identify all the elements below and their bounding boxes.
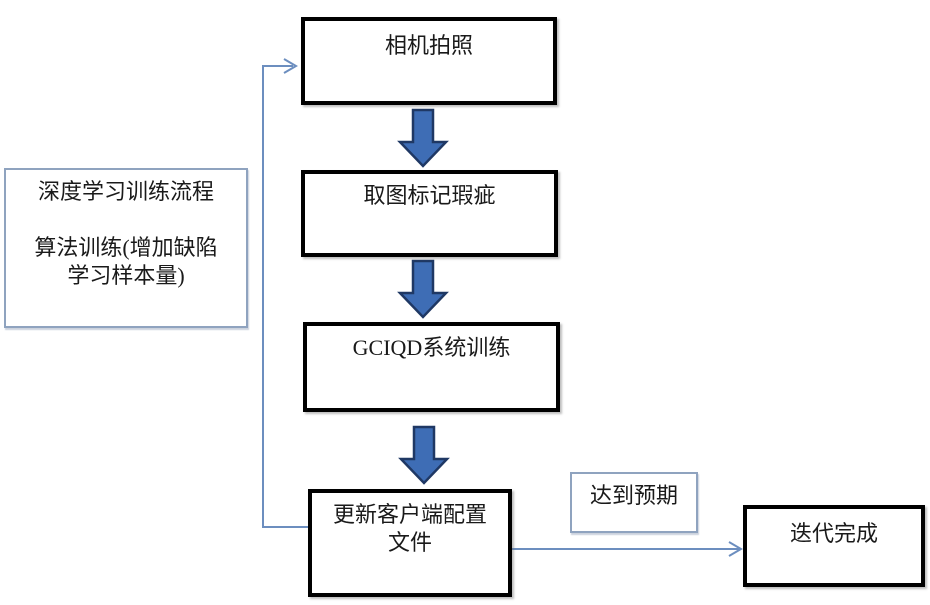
side-note-text-line: 算法训练(增加缺陷 (34, 235, 218, 260)
flow-node-update-config-label-line2: 文件 (387, 530, 432, 555)
flow-node-done-label: 迭代完成 (789, 521, 878, 546)
down-block-arrow-icon (400, 110, 446, 166)
down-block-arrow-icon (400, 261, 446, 317)
condition-label: 达到预期 (589, 483, 678, 508)
flow-node-update-config-label-line1: 更新客户端配置 (332, 502, 487, 527)
down-block-arrow-outline (397, 259, 449, 319)
feedback-connector-arrowhead-icon (283, 58, 298, 74)
side-note-text-line: 学习样本量) (67, 263, 185, 288)
flow-node-labeling: 取图标记瑕疵 (301, 170, 558, 257)
side-note-spacer (6, 206, 246, 234)
flow-node-training: GCIQD系统训练 (303, 322, 560, 412)
flow-node-camera: 相机拍照 (301, 17, 557, 105)
flow-node-labeling-label: 取图标记瑕疵 (363, 183, 496, 208)
side-note-box: 深度学习训练流程 算法训练(增加缺陷 学习样本量) (4, 168, 248, 328)
down-block-arrow-outline (398, 425, 450, 485)
flow-node-done: 迭代完成 (743, 505, 925, 587)
side-note-title: 深度学习训练流程 (37, 179, 214, 204)
down-block-arrow-icon (401, 427, 447, 483)
down-block-arrow-outline (397, 108, 449, 168)
feedback-connector-line (262, 65, 308, 528)
flow-node-update-config: 更新客户端配置 文件 (308, 489, 512, 597)
flow-node-training-label: GCIQD系统训练 (352, 335, 511, 360)
flow-node-camera-label: 相机拍照 (384, 33, 473, 58)
condition-label-box: 达到预期 (570, 472, 698, 533)
done-connector-arrowhead-icon (728, 541, 743, 557)
